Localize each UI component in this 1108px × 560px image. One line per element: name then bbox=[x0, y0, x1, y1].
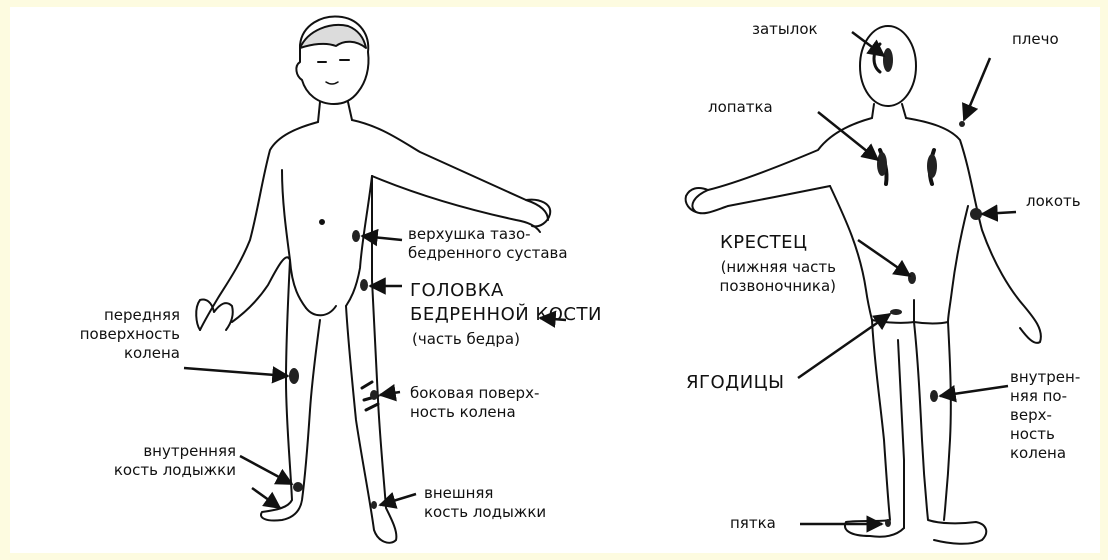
label-heel: пятка bbox=[730, 514, 776, 533]
label-elbow: локоть bbox=[1026, 192, 1081, 211]
label-sacrum-2: (нижняя часть позвоночника) bbox=[676, 258, 836, 296]
label-buttocks: ЯГОДИЦЫ bbox=[686, 372, 785, 394]
label-shoulder-blade: лопатка bbox=[708, 98, 773, 117]
label-knee-inner: внутрен- няя по- верх- ность колена bbox=[1010, 368, 1080, 463]
label-sacrum-1: КРЕСТЕЦ bbox=[720, 232, 807, 254]
front-arrows bbox=[184, 236, 566, 508]
label-occiput: затылок bbox=[752, 20, 818, 39]
label-femoral-head-1: ГОЛОВКА bbox=[410, 280, 504, 302]
label-knee-front: передняя поверхность колена bbox=[20, 306, 180, 363]
label-hip-joint-top: верхушка тазо- бедренного сустава bbox=[408, 225, 568, 263]
label-outer-ankle: внешняя кость лодыжки bbox=[424, 484, 546, 522]
label-femoral-head-2: БЕДРЕННОЙ КОСТИ bbox=[410, 304, 602, 326]
label-shoulder: плечо bbox=[1012, 30, 1059, 49]
back-pressure-spots bbox=[877, 48, 982, 527]
label-femoral-head-note: (часть бедра) bbox=[412, 330, 520, 349]
label-knee-side: боковая поверх- ность колена bbox=[410, 384, 539, 422]
label-inner-ankle: внутренняя кость лодыжки bbox=[40, 442, 236, 480]
